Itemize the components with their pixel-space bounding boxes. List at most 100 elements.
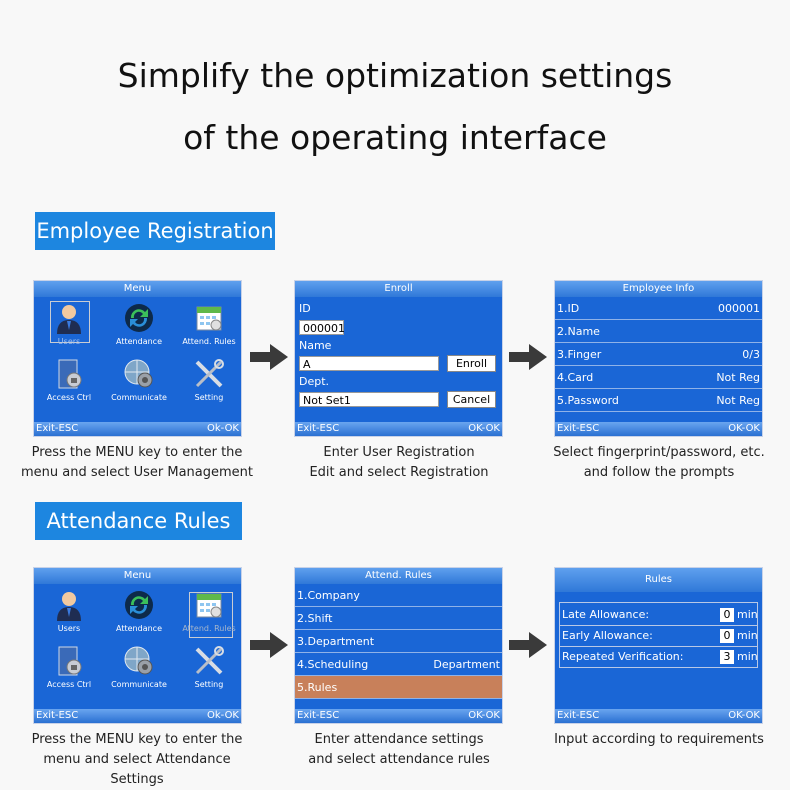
- caption-step3: Select fingerprint/password, etc. and fo…: [553, 445, 765, 480]
- exit-key-label: Exit-ESC: [36, 423, 79, 434]
- early-allowance-input[interactable]: 0: [720, 629, 734, 643]
- menu-item-users[interactable]: Users: [34, 584, 104, 640]
- menu-item-attend-rules[interactable]: Attend. Rules: [174, 297, 241, 353]
- ok-key-label: OK-OK: [468, 423, 500, 434]
- attend-rules-list: 1.Company 2.Shift 3.Department 4.Schedul…: [295, 584, 502, 699]
- globe-gear-icon: [122, 644, 156, 678]
- cancel-button[interactable]: Cancel: [447, 391, 496, 408]
- user-icon: [52, 588, 86, 622]
- wrench-screwdriver-icon: [192, 357, 226, 391]
- menu-item-setting[interactable]: Setting: [174, 640, 241, 696]
- menu-item-label: Attend. Rules: [182, 337, 236, 346]
- door-lock-icon: [52, 357, 86, 391]
- menu-item-access-ctrl[interactable]: Access Ctrl: [34, 353, 104, 409]
- menu-item-label: Users: [57, 337, 81, 346]
- sync-icon: [122, 301, 156, 335]
- enroll-screen: Enroll ID 000001 Name A Enroll Dept. Not…: [294, 280, 503, 437]
- screen-footer: Exit-ESC Ok-OK: [34, 422, 241, 436]
- rules-panel: Late Allowance: 0 min Early Allowance: 0…: [559, 602, 758, 668]
- menu-item-label: Access Ctrl: [46, 680, 92, 689]
- screen-footer: Exit-ESC OK-OK: [555, 709, 762, 723]
- caption-step5: Enter attendance settings and select att…: [308, 732, 490, 767]
- exit-key-label: Exit-ESC: [36, 710, 79, 721]
- exit-key-label: Exit-ESC: [557, 710, 600, 721]
- menu-item-label: Access Ctrl: [46, 393, 92, 402]
- screen-title: Menu: [34, 568, 241, 584]
- menu-item-label: Attendance: [116, 624, 162, 633]
- selection-frame: [50, 301, 90, 343]
- menu-item-communicate[interactable]: Communicate: [104, 353, 174, 409]
- repeated-verification-input[interactable]: 3: [720, 650, 734, 664]
- list-item[interactable]: 3.Department: [295, 630, 502, 653]
- dept-label: Dept.: [299, 375, 330, 388]
- dept-field[interactable]: Not Set1: [299, 392, 439, 407]
- selection-frame: [189, 592, 233, 638]
- arrow-right-icon: [509, 632, 547, 658]
- menu-item-users[interactable]: Users: [34, 297, 104, 353]
- attend-rules-screen: Attend. Rules 1.Company 2.Shift 3.Depart…: [294, 567, 503, 724]
- name-label: Name: [299, 339, 332, 352]
- screen-title: Rules: [555, 568, 762, 592]
- ok-key-label: Ok-OK: [207, 710, 239, 721]
- user-icon: [52, 301, 86, 335]
- rules-screen: Rules Late Allowance: 0 min Early Allowa…: [554, 567, 763, 724]
- menu-item-attendance[interactable]: Attendance: [104, 297, 174, 353]
- menu-screen-users: Menu Users Attendance Attend. Rules Acce…: [33, 280, 242, 437]
- caption-step6: Input according to requirements: [554, 732, 764, 747]
- arrow-right-icon: [250, 344, 288, 370]
- ok-key-label: OK-OK: [468, 710, 500, 721]
- list-item[interactable]: 2.Name: [555, 320, 762, 343]
- early-allowance-row: Early Allowance: 0 min: [560, 626, 758, 647]
- sync-icon: [122, 588, 156, 622]
- menu-item-communicate[interactable]: Communicate: [104, 640, 174, 696]
- screen-footer: Exit-ESC OK-OK: [555, 422, 762, 436]
- exit-key-label: Exit-ESC: [557, 423, 600, 434]
- repeated-verification-row: Repeated Verification: 3 min: [562, 650, 758, 664]
- caption-step2: Enter User Registration Edit and select …: [309, 445, 489, 480]
- menu-item-label: Setting: [194, 680, 224, 689]
- menu-item-label: Attendance: [116, 337, 162, 346]
- ok-key-label: Ok-OK: [207, 423, 239, 434]
- menu-item-label: Users: [57, 624, 81, 633]
- enroll-button[interactable]: Enroll: [447, 355, 496, 372]
- exit-key-label: Exit-ESC: [297, 423, 340, 434]
- menu-item-attend-rules[interactable]: Attend. Rules: [174, 584, 241, 640]
- caption-step4: Press the MENU key to enter the menu and…: [31, 732, 243, 787]
- screen-title: Attend. Rules: [295, 568, 502, 584]
- list-item[interactable]: 2.Shift: [295, 607, 502, 630]
- menu-item-label: Attend. Rules: [182, 624, 236, 633]
- menu-item-attendance[interactable]: Attendance: [104, 584, 174, 640]
- list-item[interactable]: 1.Company: [295, 584, 502, 607]
- section-employee-registration: Employee Registration: [35, 212, 275, 250]
- main-heading-line1: Simplify the optimization settings: [117, 56, 673, 95]
- id-label: ID: [299, 302, 311, 315]
- menu-item-label: Communicate: [111, 680, 167, 689]
- main-heading-line2: of the operating interface: [183, 118, 607, 157]
- exit-key-label: Exit-ESC: [297, 710, 340, 721]
- list-item-selected[interactable]: 5.Rules: [295, 676, 502, 699]
- late-allowance-row: Late Allowance: 0 min: [560, 605, 758, 626]
- screen-footer: Exit-ESC Ok-OK: [34, 709, 241, 723]
- section-attendance-rules: Attendance Rules: [35, 502, 242, 540]
- wrench-screwdriver-icon: [192, 644, 226, 678]
- menu-item-label: Setting: [194, 393, 224, 402]
- menu-screen-attend-rules: Menu Users Attendance Attend. Rules Acce…: [33, 567, 242, 724]
- menu-item-setting[interactable]: Setting: [174, 353, 241, 409]
- screen-footer: Exit-ESC OK-OK: [295, 422, 502, 436]
- ok-key-label: OK-OK: [728, 710, 760, 721]
- name-field[interactable]: A: [299, 356, 439, 371]
- calendar-icon: [192, 301, 226, 335]
- menu-item-access-ctrl[interactable]: Access Ctrl: [34, 640, 104, 696]
- id-field[interactable]: 000001: [299, 320, 345, 335]
- late-allowance-input[interactable]: 0: [720, 608, 734, 622]
- caption-step1: Press the MENU key to enter the menu and…: [20, 445, 254, 480]
- screen-title: Enroll: [295, 281, 502, 297]
- arrow-right-icon: [250, 632, 288, 658]
